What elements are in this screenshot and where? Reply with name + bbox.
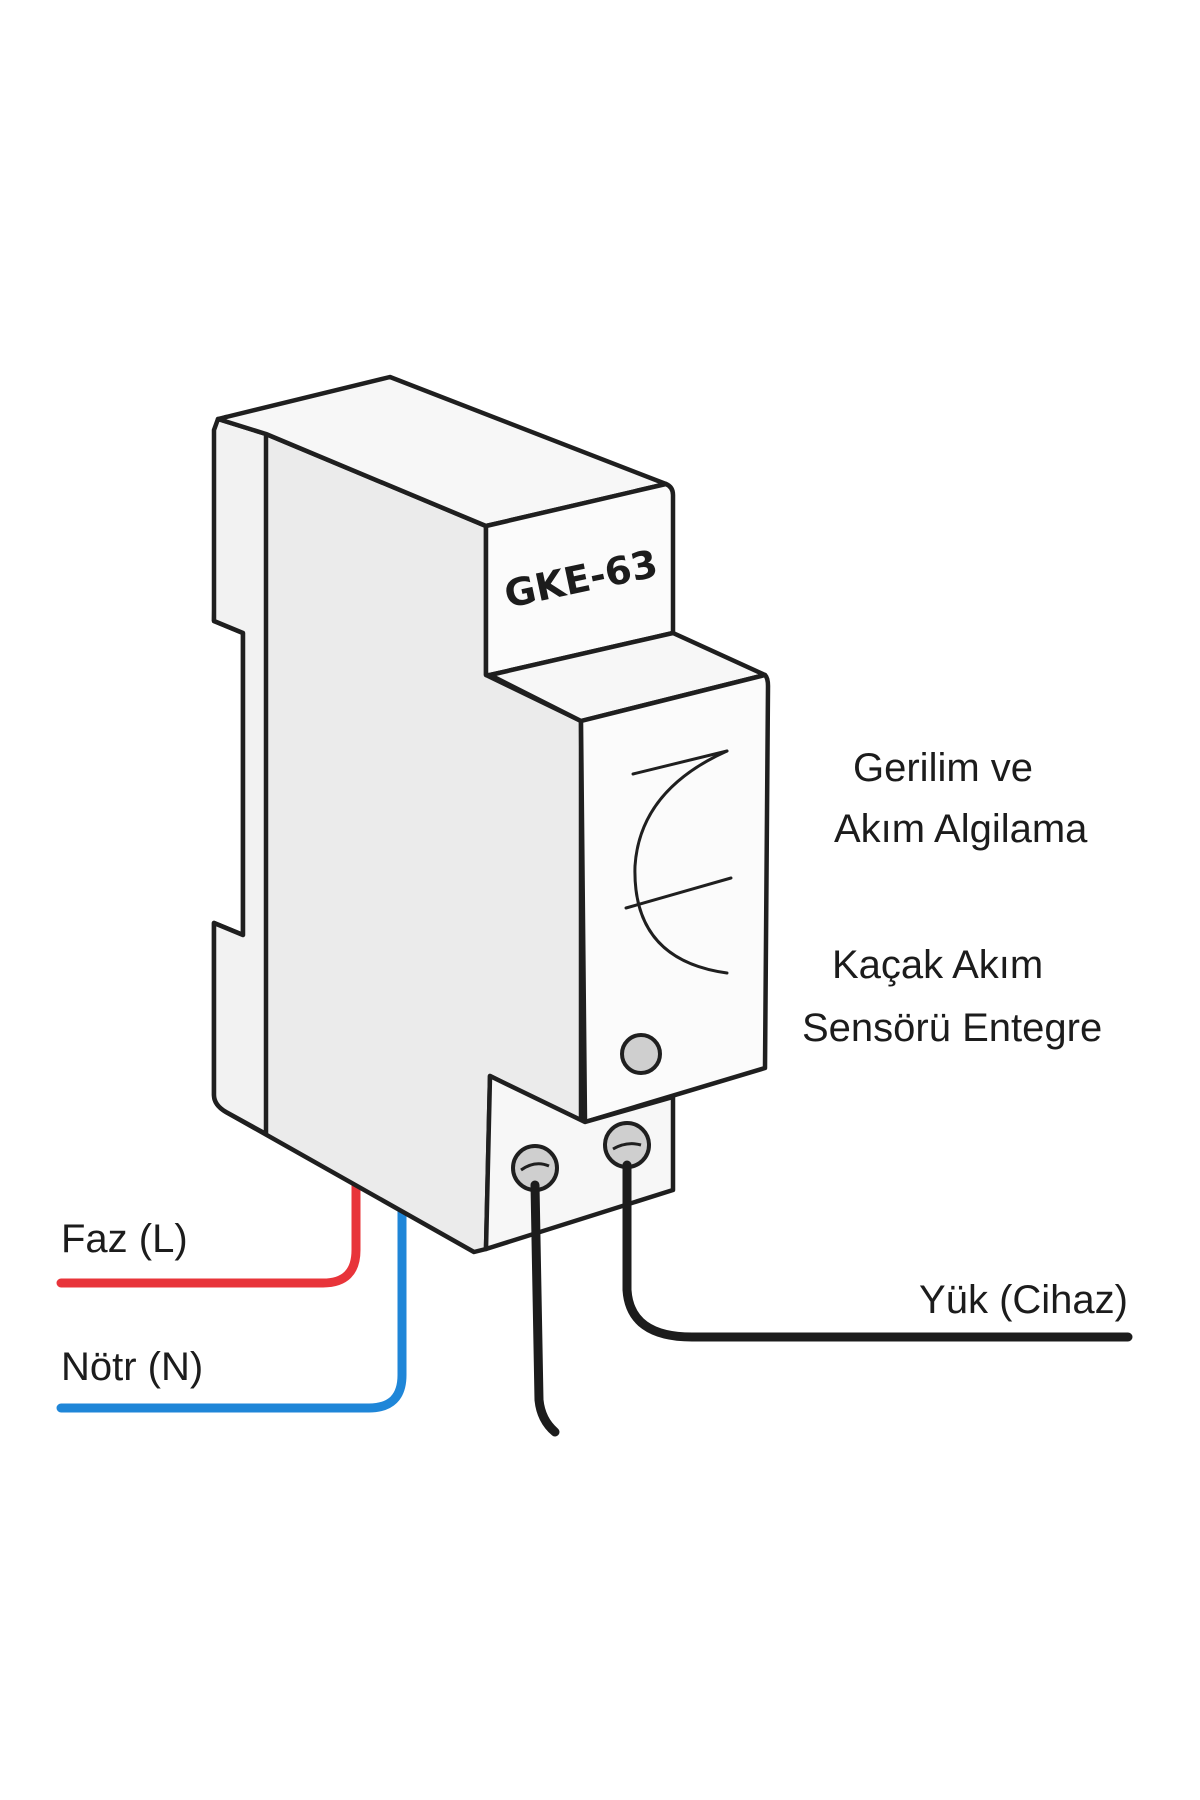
neutral-label: Nötr (N) (61, 1345, 204, 1389)
phase-label: Faz (L) (61, 1217, 188, 1261)
module-face (578, 672, 771, 1125)
sensor-symbol-icon (624, 749, 733, 975)
feature-leakage-line2: Sensörü Entegre (802, 1006, 1103, 1050)
feature-voltage-current-line2: Akım Algilama (834, 807, 1088, 851)
load-wire (622, 1160, 1133, 1342)
feature-leakage-line1: Kaçak Akım (832, 943, 1044, 987)
device-side (211, 416, 269, 1137)
feature-voltage-current-line1: Gerilim ve (853, 746, 1034, 790)
terminal-screw-right-icon (603, 1121, 651, 1169)
phase-wire (56, 1175, 361, 1288)
input-wire (530, 1180, 560, 1437)
load-label: Yük (Cihaz) (919, 1278, 1128, 1322)
neutral-wire (56, 1200, 407, 1413)
terminal-screw-left-icon (511, 1144, 559, 1192)
status-led-icon (620, 1033, 662, 1075)
